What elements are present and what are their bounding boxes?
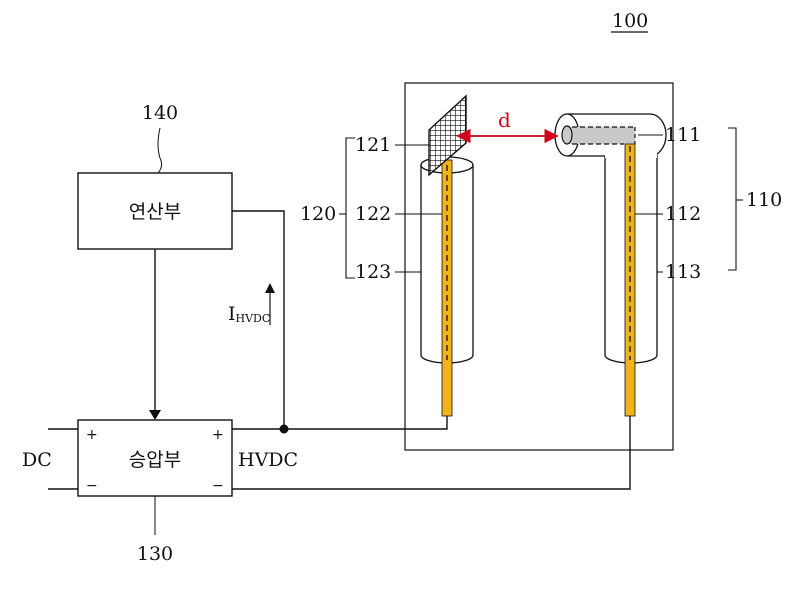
ref-122: 122 xyxy=(355,203,391,225)
first-tip-fill xyxy=(567,127,635,144)
booster-plus-out: + xyxy=(212,427,224,443)
chamber-enclosure xyxy=(404,82,674,451)
ref-110: 110 xyxy=(746,189,782,211)
booster-plus-in: + xyxy=(86,427,98,443)
gap-distance-label: d xyxy=(498,108,511,132)
dc-input-label: DC xyxy=(22,449,52,471)
figure-number: 100 xyxy=(612,10,648,32)
current-symbol: IHVDC xyxy=(228,303,270,325)
calc-unit-ref-leader xyxy=(157,127,163,174)
hvdc-output-label: HVDC xyxy=(238,449,298,471)
booster-label: 승압부 xyxy=(129,449,181,471)
ref-112: 112 xyxy=(665,203,701,225)
current-direction-arrowhead xyxy=(265,283,275,293)
booster-minus-out: − xyxy=(212,478,224,494)
ref-113: 113 xyxy=(665,261,701,283)
calc-unit-label: 연산부 xyxy=(129,201,181,223)
hv-positive-wire xyxy=(232,416,448,430)
second-electrode xyxy=(420,94,474,417)
calc-unit-ref: 140 xyxy=(142,102,178,124)
calc-unit-block xyxy=(77,172,233,250)
first-tip-face xyxy=(561,125,573,145)
ref-121: 121 xyxy=(355,134,391,156)
booster-minus-in: − xyxy=(86,478,98,494)
first-electrode-group-bracket xyxy=(728,127,737,271)
booster-block xyxy=(77,419,233,497)
hv-negative-wire xyxy=(232,416,631,490)
ref-123: 123 xyxy=(355,261,391,283)
booster-ref: 130 xyxy=(137,543,173,565)
second-electrode-group-bracket xyxy=(345,137,355,279)
control-arrowhead xyxy=(149,410,161,420)
first-electrode xyxy=(554,113,667,417)
ref-120: 120 xyxy=(300,203,336,225)
current-feedback-wire xyxy=(232,210,285,429)
ref-111: 111 xyxy=(665,124,701,146)
